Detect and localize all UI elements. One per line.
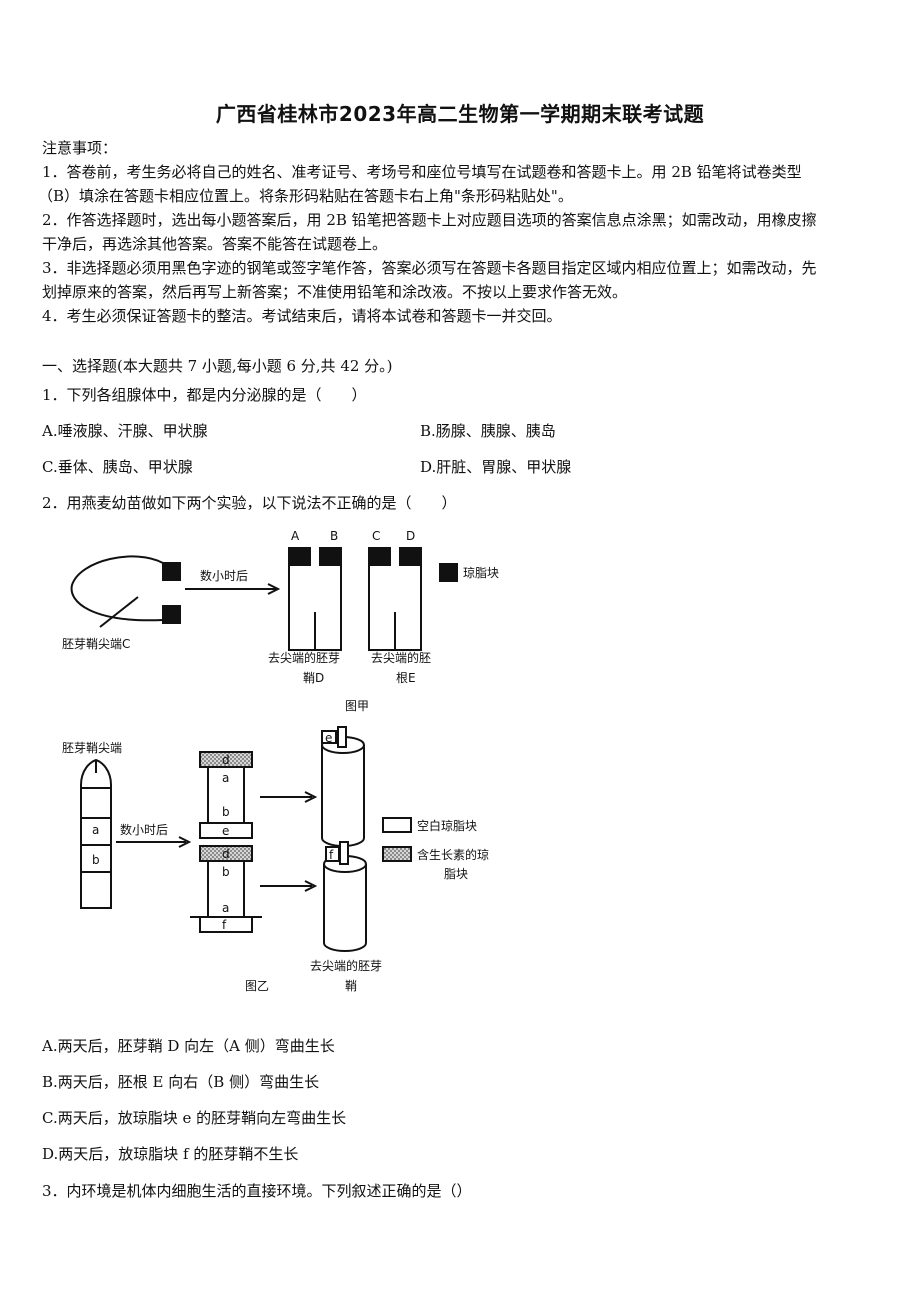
figure-yi bbox=[80, 726, 412, 952]
agar-on-cylinder-e bbox=[321, 730, 337, 744]
block-label-d: d bbox=[222, 847, 230, 861]
agar-block-b bbox=[319, 547, 342, 566]
segment-upper bbox=[207, 767, 245, 823]
arrow-head bbox=[178, 836, 192, 848]
legend-auxin-label: 脂块 bbox=[444, 866, 468, 881]
agar-block-lower bbox=[162, 605, 181, 624]
arrow-label: 数小时后 bbox=[200, 568, 248, 583]
agar-block-d bbox=[199, 845, 253, 862]
figure-jia-caption: 图甲 bbox=[345, 699, 369, 713]
block-label-e: e bbox=[222, 824, 229, 838]
q2-option-c: C.两天后，放琼脂块 e 的胚芽鞘向左弯曲生长 bbox=[42, 1109, 347, 1127]
decapitated-coleoptile-lower bbox=[323, 864, 367, 952]
agar-block-upper bbox=[162, 562, 181, 581]
figure-jia bbox=[70, 547, 458, 651]
notice-line: 3．非选择题必须用黑色字迹的钢笔或签字笔作答，答案必须写在答题卡各题目指定区域内… bbox=[42, 259, 817, 277]
agar-block-d bbox=[399, 547, 422, 566]
arrow-head bbox=[304, 791, 318, 803]
notice-line: 干净后，再选涂其他答案。答案不能答在试题卷上。 bbox=[42, 235, 388, 253]
tip-c-label: 胚芽鞘尖端C bbox=[62, 637, 130, 651]
agar-on-cylinder-f bbox=[325, 846, 340, 862]
figure-yi-caption: 图乙 bbox=[245, 979, 269, 993]
q1-option-a: A.唾液腺、汗腺、甲状腺 bbox=[42, 422, 208, 440]
q2-stem: 2．用燕麦幼苗做如下两个实验，以下说法不正确的是（ ） bbox=[42, 494, 457, 512]
q1-stem: 1．下列各组腺体中，都是内分泌腺的是（ ） bbox=[42, 386, 367, 404]
segment-lower bbox=[207, 861, 245, 917]
label-b: B bbox=[330, 529, 338, 543]
page-title: 广西省桂林市2023年高二生物第一学期期末联考试题 bbox=[215, 102, 705, 126]
segment-label-b: b bbox=[92, 853, 100, 867]
label-a: A bbox=[291, 529, 300, 543]
agar-block-d bbox=[199, 751, 253, 768]
q2-option-b: B.两天后，胚根 E 向右（B 侧）弯曲生长 bbox=[42, 1073, 320, 1091]
agar-block-a bbox=[288, 547, 311, 566]
radicle-e-label: 根E bbox=[396, 671, 416, 685]
cylinder-block-e: e bbox=[325, 731, 332, 745]
decapitated-label: 去尖端的胚芽 bbox=[310, 958, 382, 973]
segment-label-b: b bbox=[222, 805, 230, 819]
q1-option-c: C.垂体、胰岛、甲状腺 bbox=[42, 458, 193, 476]
legend-blank-label: 空白琼脂块 bbox=[417, 818, 477, 833]
legend-agar-label: 琼脂块 bbox=[463, 565, 499, 580]
label-d: D bbox=[406, 529, 415, 543]
coleoptile-tip-c bbox=[70, 555, 164, 622]
arrow-head bbox=[304, 880, 318, 892]
notice-heading: 注意事项： bbox=[42, 139, 118, 157]
q1-option-b: B.肠腺、胰腺、胰岛 bbox=[420, 422, 556, 440]
cylinder-block-f: f bbox=[329, 848, 334, 862]
notice-line: 4．考生必须保证答题卡的整洁。考试结束后，请将本试卷和答题卡一并交回。 bbox=[42, 307, 562, 325]
tip-label: 胚芽鞘尖端 bbox=[62, 741, 122, 755]
label-c: C bbox=[372, 529, 380, 543]
block-label-d: d bbox=[222, 753, 230, 767]
section-heading: 一、选择题(本大题共 7 小题,每小题 6 分,共 42 分。) bbox=[42, 357, 393, 375]
segment-label-b: b bbox=[222, 865, 230, 879]
radicle-e-label: 去尖端的胚 bbox=[371, 650, 431, 665]
notice-line: （B）填涂在答题卡相应位置上。将条形码粘贴在答题卡右上角"条形码粘贴处"。 bbox=[38, 187, 573, 205]
q2-option-d: D.两天后，放琼脂块 f 的胚芽鞘不生长 bbox=[42, 1145, 299, 1163]
notice-line: 划掉原来的答案，然后再写上新答案；不准使用铅笔和涂改液。不按以上要求作答无效。 bbox=[42, 283, 628, 301]
coleoptile-d-label: 鞘D bbox=[303, 671, 324, 685]
agar-block-c bbox=[368, 547, 391, 566]
decapitated-label: 鞘 bbox=[345, 979, 357, 993]
notice-line: 2．作答选择题时，选出每小题答案后，用 2B 铅笔把答题卡上对应题目选项的答案信… bbox=[42, 211, 817, 229]
q2-option-a: A.两天后，胚芽鞘 D 向左（A 侧）弯曲生长 bbox=[42, 1037, 335, 1055]
segment-label-a: a bbox=[92, 823, 99, 837]
segment-label-a: a bbox=[222, 901, 229, 915]
arrow-label: 数小时后 bbox=[120, 822, 168, 837]
legend-blank-swatch bbox=[382, 817, 412, 833]
q3-stem: 3．内环境是机体内细胞生活的直接环境。下列叙述正确的是（） bbox=[42, 1182, 472, 1200]
legend-auxin-swatch bbox=[382, 846, 412, 862]
agar-block-e bbox=[199, 822, 253, 839]
q1-option-d: D.肝脏、胃腺、甲状腺 bbox=[420, 458, 572, 476]
arrow-head bbox=[267, 583, 281, 595]
legend-agar-swatch bbox=[439, 563, 458, 582]
legend-auxin-label: 含生长素的琼 bbox=[417, 847, 489, 862]
notice-line: 1．答卷前，考生务必将自己的姓名、准考证号、考场号和座位号填写在试题卷和答题卡上… bbox=[42, 163, 802, 181]
decapitated-coleoptile-upper bbox=[321, 745, 365, 847]
segment-label-a: a bbox=[222, 771, 229, 785]
block-label-f: f bbox=[222, 918, 227, 932]
coleoptile-d-label: 去尖端的胚芽 bbox=[268, 650, 340, 665]
tip-pointer-line bbox=[99, 596, 139, 628]
